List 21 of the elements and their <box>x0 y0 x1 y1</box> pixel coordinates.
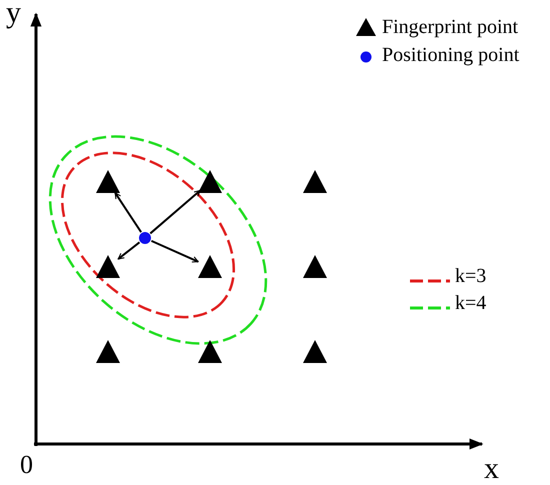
arrow <box>114 192 142 233</box>
legend-label: Positioning point <box>382 44 520 67</box>
axis-label: x <box>484 452 499 485</box>
legend-label: k=4 <box>455 292 486 315</box>
triangle-marker <box>95 169 121 195</box>
triangle-marker <box>197 169 223 195</box>
triangle-marker <box>197 339 223 365</box>
arrow <box>150 240 199 263</box>
origin-label: 0 <box>20 450 33 480</box>
triangle-marker <box>95 254 121 280</box>
triangle-marker <box>95 339 121 365</box>
legend-label: k=3 <box>455 265 486 288</box>
triangle-marker <box>302 254 328 280</box>
arrow <box>150 190 201 234</box>
axis-label: y <box>6 0 21 30</box>
triangle-marker <box>197 254 223 280</box>
triangle-marker <box>302 169 328 195</box>
arrow <box>118 242 140 260</box>
dot-marker <box>138 231 152 245</box>
triangle-marker <box>302 339 328 365</box>
legend-label: Fingerprint point <box>382 16 518 39</box>
